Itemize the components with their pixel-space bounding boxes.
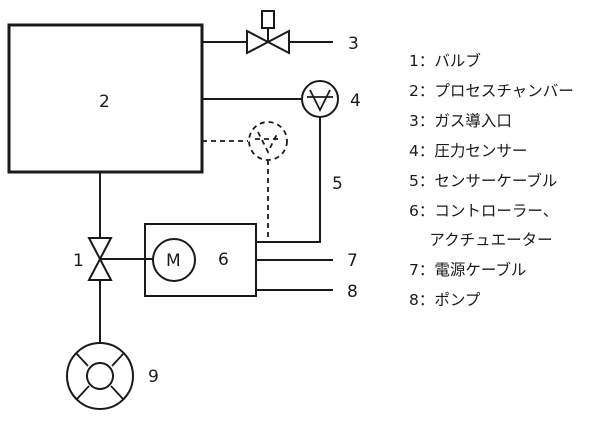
label-6: 6 [218,250,229,270]
legend-item-process-chamber: 2：プロセスチャンバー [409,82,574,100]
label-4: 4 [350,91,361,111]
label-8: 8 [347,282,358,302]
legend-item-actuator: アクチュエーター [409,231,553,249]
legend-item-controller: 6：コントローラー、 [409,202,559,220]
legend-item-gas-inlet: 3：ガス導入口 [409,112,512,130]
label-2: 2 [99,92,110,112]
vacuum-pump [66,342,134,410]
label-7: 7 [347,251,358,271]
gas-inlet-valve [202,10,333,55]
legend-item-pressure-sensor: 4：圧力センサー [409,142,528,160]
legend-item-power-cable: 7：電源ケーブル [409,261,527,279]
label-3: 3 [348,34,359,54]
svg-text:M: M [166,251,181,271]
motor: M [152,238,196,282]
alternate-pressure-sensor [248,121,288,161]
label-9: 9 [148,367,159,387]
sensor-cable [256,117,321,243]
legend-item-sensor-cable: 5：センサーケーブル [409,172,558,190]
controller-box [144,223,257,297]
legend-item-valve: 1：バルブ [409,52,481,70]
pressure-sensor [301,80,339,118]
label-5: 5 [332,174,343,194]
exhaust-valve [87,237,153,281]
label-1: 1 [73,251,84,271]
legend-item-pump: 8：ポンプ [409,291,481,309]
